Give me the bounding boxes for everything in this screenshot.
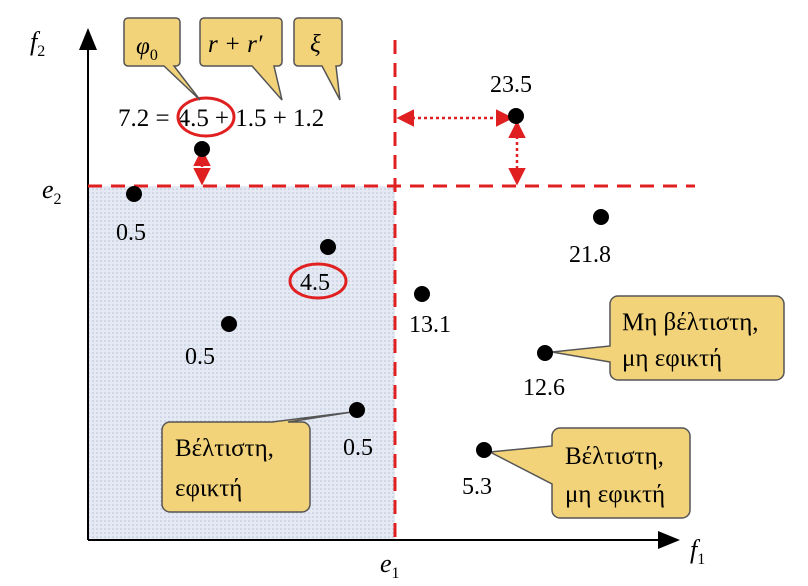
point-upper-right <box>593 209 609 225</box>
equation: 7.2 =4.5+ 1.5 + 1.2 <box>118 105 324 132</box>
svg-text:Μη βέλτιστη,: Μη βέλτιστη, <box>622 309 759 336</box>
callout-optimal-feasible: Βέλτιστη, εφικτή <box>161 411 353 513</box>
svg-text:Βέλτιστη,: Βέλτιστη, <box>565 443 664 470</box>
callout-optimal-infeasible: Βέλτιστη, μη εφικτή <box>487 427 691 519</box>
point-top-right-label: 23.5 <box>490 72 532 98</box>
phi0-highlight-circle <box>176 96 236 138</box>
point-low-left <box>349 402 365 418</box>
svg-text:μη εφικτή: μη εφικτή <box>565 481 665 508</box>
point-top-right <box>508 108 524 124</box>
svg-text:Βέλτιστη,: Βέλτιστη, <box>175 435 274 462</box>
point-mid-left <box>221 316 237 332</box>
callout-nonoptimal-infeasible: Μη βέλτιστη, μη εφικτή <box>551 295 785 381</box>
point-low-left-label: 0.5 <box>343 435 373 461</box>
y-axis-arrowhead-icon <box>79 28 97 50</box>
callout-xi: ξ <box>293 17 343 101</box>
threshold-y-label: e2 <box>42 175 62 208</box>
point-mid-left-label: 0.5 <box>185 344 215 370</box>
y-axis-label: f2 <box>30 27 45 60</box>
x-axis-label: f1 <box>690 535 705 568</box>
callout-phi0: φ0 <box>123 17 201 101</box>
point-center-label: 13.1 <box>409 312 451 338</box>
point-circled <box>320 239 336 255</box>
point-center <box>414 286 430 302</box>
threshold-x-label: e1 <box>380 549 400 582</box>
point-top-left <box>194 141 210 157</box>
point-upper-right-label: 21.8 <box>569 242 611 268</box>
svg-text:ξ: ξ <box>310 31 321 58</box>
callout-r-plus-r-prime: r + r′ <box>199 17 283 101</box>
point-right-label: 12.6 <box>523 375 565 401</box>
svg-text:φ0: φ0 <box>136 33 158 64</box>
point-edge-label: 0.5 <box>116 220 146 246</box>
svg-text:μη εφικτή: μη εφικτή <box>622 345 722 372</box>
svg-text:r + r′: r + r′ <box>208 31 263 58</box>
point-right <box>537 345 553 361</box>
point-bottom-right <box>476 442 492 458</box>
point-edge <box>126 186 142 202</box>
point-bottom-right-label: 5.3 <box>462 474 492 500</box>
x-axis-arrowhead-icon <box>658 531 680 549</box>
point-circled-label: 4.5 <box>300 270 330 296</box>
svg-text:εφικτή: εφικτή <box>175 475 242 502</box>
point-circled-highlight <box>288 262 348 300</box>
